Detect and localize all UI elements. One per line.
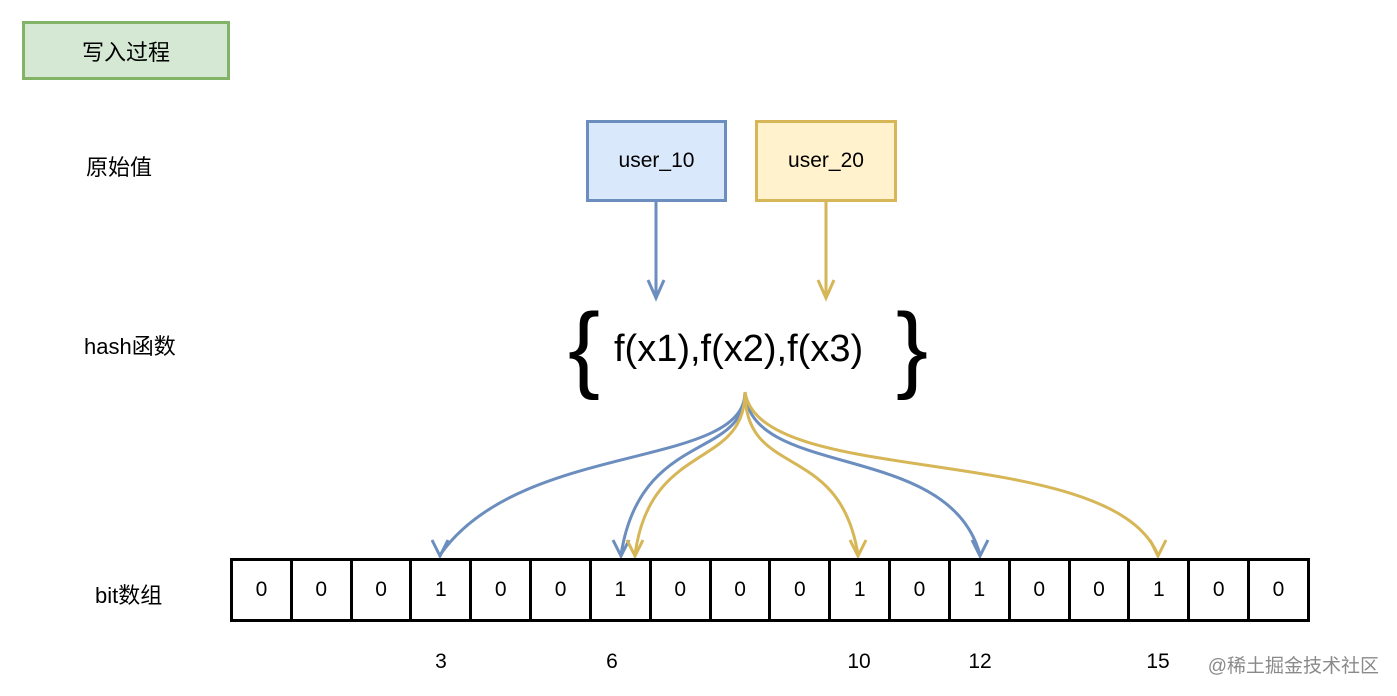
bit-cell: 0 [532, 561, 592, 619]
bit-cell: 0 [712, 561, 772, 619]
title-box: 写入过程 [22, 21, 230, 80]
arrow-blue-to-bit-3 [438, 391, 747, 556]
index-label-3: 3 [435, 650, 447, 673]
bit-cell: 0 [1272, 578, 1285, 601]
bit-cell: 0 [771, 561, 832, 619]
bit-cell: 0 [472, 561, 533, 619]
index-label-15: 15 [1146, 650, 1170, 673]
bit-cell: 1 [412, 561, 473, 619]
bit-cell: 0 [652, 561, 712, 619]
bit-cell: 0 [1071, 561, 1131, 619]
arrow-blue-to-bit-12 [743, 391, 982, 556]
source-user-20: user_20 [755, 120, 897, 202]
source-user-10: user_10 [586, 120, 727, 202]
title-label: 写入过程 [81, 39, 170, 65]
bit-cell: 0 [1190, 561, 1251, 619]
bit-cell: 0 [891, 561, 951, 619]
arrow-blue-to-bit-6 [619, 391, 747, 556]
arrow-yellow-to-bit-10 [743, 391, 860, 556]
label-hash: hash函数 [84, 334, 176, 359]
bit-cell: 1 [951, 561, 1011, 619]
bit-cell: 0 [233, 561, 293, 619]
right-brace: } [896, 294, 929, 401]
hash-formula: f(x1),f(x2),f(x3) [614, 328, 864, 370]
bit-cell: 1 [592, 561, 652, 619]
watermark: @稀土掘金技术社区 [1207, 656, 1379, 677]
bit-cell: 0 [353, 561, 413, 619]
arrow-yellow-to-bit-6 [633, 391, 747, 556]
index-label-6: 6 [606, 650, 618, 673]
label-original: 原始值 [86, 155, 153, 180]
arrow-yellow-to-bit-15 [743, 391, 1160, 556]
index-label-10: 10 [847, 650, 871, 673]
bit-cell: 0 [293, 561, 353, 619]
index-label-12: 12 [968, 650, 992, 673]
source-user-10-label: user_10 [618, 149, 695, 172]
bit-cell: 0 [1011, 561, 1071, 619]
bit-array: 0 0 0 1 0 0 1 0 0 0 1 0 1 0 0 1 0 0 [230, 558, 1310, 622]
label-bits: bit数组 [95, 583, 163, 608]
bit-cell: 1 [1130, 561, 1191, 619]
source-user-20-label: user_20 [788, 149, 864, 172]
bit-cell: 1 [831, 561, 892, 619]
left-brace: { [568, 294, 601, 401]
